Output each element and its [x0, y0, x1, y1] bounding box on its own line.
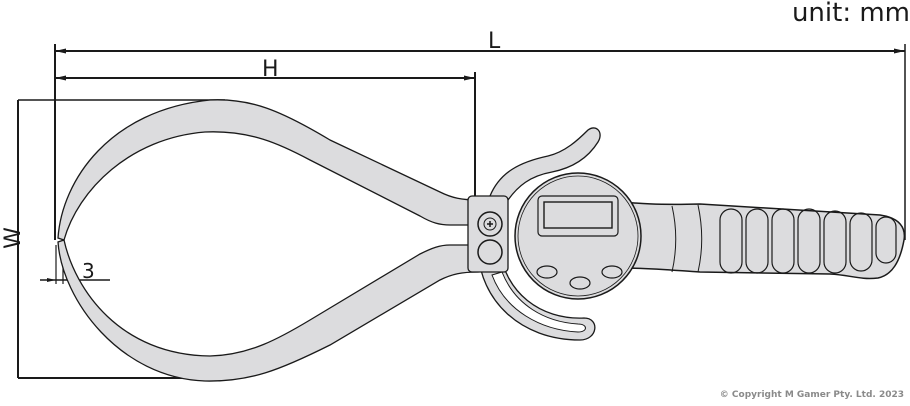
copyright-notice: © Copyright M Gamer Pty. Ltd. 2023	[719, 390, 904, 400]
button-right	[601, 265, 623, 279]
dimension-label-tip-thickness: 3	[82, 259, 95, 283]
dimension-label-H: H	[262, 57, 279, 82]
button-left	[536, 265, 558, 279]
button-center	[569, 276, 591, 290]
dimension-label-W: W	[1, 227, 26, 249]
dimension-label-L: L	[488, 29, 501, 54]
release-lever	[489, 127, 601, 201]
grip-handle	[598, 199, 906, 280]
digital-display	[514, 172, 642, 300]
unit-label: unit: mm	[791, 0, 910, 28]
caliper-jaws	[57, 99, 479, 382]
guide-arc	[477, 249, 596, 341]
pivot-pin	[477, 239, 503, 265]
